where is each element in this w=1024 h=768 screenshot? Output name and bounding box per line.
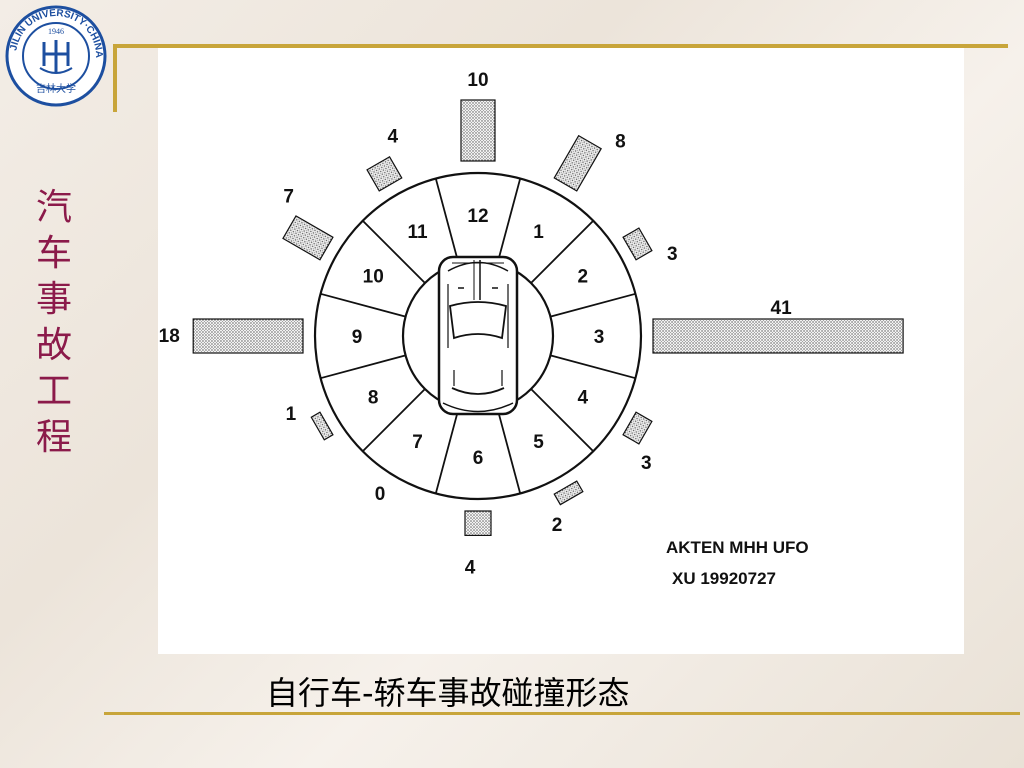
sector-number: 7 <box>412 432 423 453</box>
side-title-char: 程 <box>35 417 72 458</box>
sector-number: 5 <box>533 432 544 453</box>
source-line-2: XU 19920727 <box>672 569 776 588</box>
count-label: 18 <box>159 326 180 347</box>
count-bar-group <box>310 411 334 441</box>
count-label: 3 <box>667 244 678 265</box>
count-label: 3 <box>641 453 652 474</box>
count-label: 8 <box>615 131 626 152</box>
count-bar-group <box>652 318 904 354</box>
side-title: 汽 车 事 故 工 程 <box>28 185 80 461</box>
count-bar-group <box>366 155 403 192</box>
sector-number: 12 <box>467 206 488 227</box>
sector-number: 8 <box>368 388 379 409</box>
count-bar <box>553 134 602 192</box>
count-bar <box>622 227 653 261</box>
count-label: 1 <box>286 404 297 425</box>
count-bar-group <box>553 480 584 506</box>
count-bar <box>622 411 653 445</box>
count-label: 41 <box>771 298 793 319</box>
count-bar-group <box>464 510 492 536</box>
count-label: 10 <box>467 70 488 91</box>
count-bar-group <box>553 134 602 192</box>
sector-divider <box>434 178 460 264</box>
count-label: 4 <box>465 557 476 578</box>
side-title-char: 工 <box>35 371 72 412</box>
count-label: 0 <box>375 484 386 505</box>
count-bar <box>464 510 492 536</box>
side-title-char: 车 <box>35 233 72 274</box>
sector-number: 11 <box>407 222 428 243</box>
sector-divider <box>320 292 406 318</box>
count-label: 4 <box>388 126 399 147</box>
sector-divider <box>434 408 460 494</box>
logo-emblem-icon <box>42 40 70 72</box>
sector-divider <box>530 388 594 452</box>
side-title-char: 汽 <box>35 187 72 228</box>
sector-divider <box>320 354 406 380</box>
sector-divider <box>550 292 636 318</box>
count-bar <box>282 215 334 261</box>
count-bar <box>310 411 334 441</box>
sector-number: 6 <box>473 448 484 469</box>
count-bar-group <box>622 227 653 261</box>
count-bar-group <box>282 215 334 261</box>
gold-accent-vertical <box>113 44 117 112</box>
count-bar <box>652 318 904 354</box>
sector-divider <box>362 388 426 452</box>
count-label: 7 <box>283 187 294 208</box>
logo-year: 1946 <box>48 27 64 36</box>
slide-caption: 自行车-轿车事故碰撞形态 <box>266 674 630 712</box>
sector-number: 9 <box>352 327 363 348</box>
side-title-char: 事 <box>35 279 72 320</box>
sector-number: 3 <box>594 327 605 348</box>
count-label: 2 <box>552 515 563 536</box>
count-bar-group <box>460 99 496 162</box>
source-note: AKTEN MHH UFO XU 19920727 <box>666 532 809 594</box>
side-title-char: 故 <box>35 325 72 366</box>
logo-script: 吉林大学 <box>36 82 76 95</box>
sector-number: 10 <box>363 267 384 288</box>
source-line-1: AKTEN MHH UFO <box>666 538 809 557</box>
university-logo: JILIN UNIVERSITY·CHINA 1946 吉林大学 <box>5 5 107 107</box>
gold-accent-top <box>113 44 1008 48</box>
count-bar <box>460 99 496 162</box>
count-bar-group <box>192 318 304 354</box>
sector-divider <box>496 178 522 264</box>
count-bar-group <box>622 411 653 445</box>
sector-number: 2 <box>578 267 589 288</box>
sector-divider <box>550 354 636 380</box>
sector-number: 4 <box>578 388 589 409</box>
gold-accent-bottom <box>104 712 1020 715</box>
count-bar <box>553 480 584 506</box>
count-bar <box>366 155 403 192</box>
sector-divider <box>530 220 594 284</box>
car-top-view-icon <box>437 255 519 416</box>
sector-divider <box>496 408 522 494</box>
sector-divider <box>362 220 426 284</box>
count-bar <box>192 318 304 354</box>
sector-number: 1 <box>533 222 544 243</box>
